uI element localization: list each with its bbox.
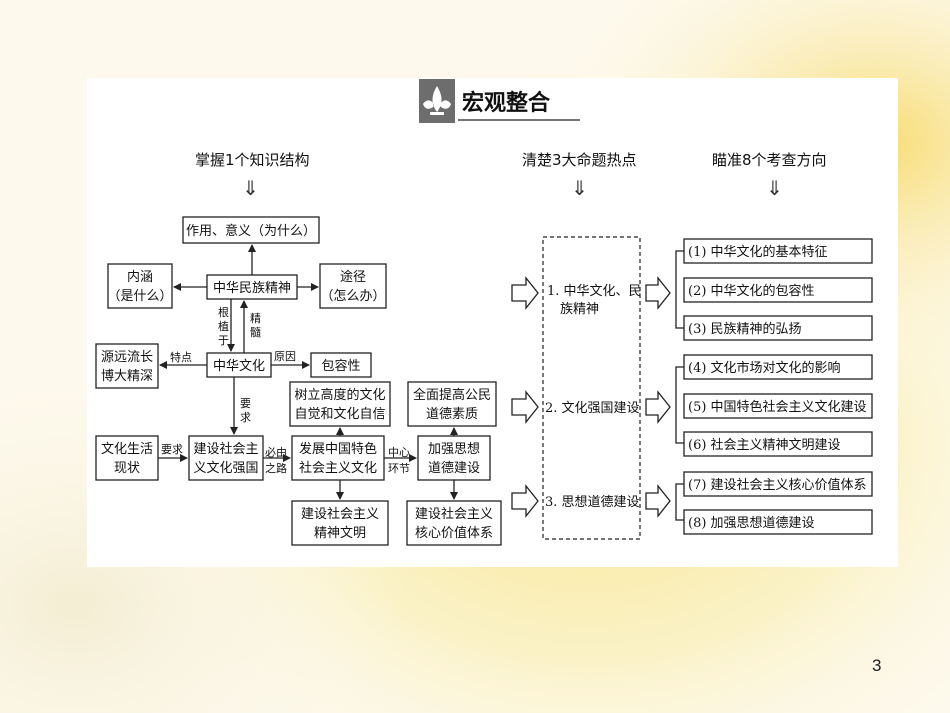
down-arrow-icon: ⇓ bbox=[766, 176, 783, 200]
node-confidence-2: 自觉和文化自信 bbox=[294, 407, 385, 422]
label-require: 要求 bbox=[161, 443, 183, 456]
page-title: 宏观整合 bbox=[462, 90, 551, 116]
node-situation-1: 文化生活 bbox=[101, 442, 153, 457]
node-citizen-1: 全面提高公民 bbox=[413, 387, 491, 403]
title-banner: 宏观整合 bbox=[419, 79, 580, 123]
node-develop-1: 发展中国特色 bbox=[299, 441, 377, 457]
direction-brackets bbox=[675, 250, 684, 521]
node-approach-1: 途径 bbox=[340, 269, 366, 285]
heading-hotspots: 清楚3大命题热点 bbox=[522, 151, 637, 169]
label-center-2: 环节 bbox=[388, 462, 410, 475]
label-must-1: 必由 bbox=[265, 445, 287, 459]
direction-3: (3) 民族精神的弘扬 bbox=[688, 321, 802, 337]
down-arrow-icon: ⇓ bbox=[242, 176, 259, 200]
node-power-1: 建设社会主 bbox=[193, 441, 258, 457]
heading-knowledge-structure: 掌握1个知识结构 bbox=[195, 151, 310, 169]
label-must-2: 之路 bbox=[265, 461, 287, 475]
heading-directions: 瞄准8个考查方向 bbox=[712, 151, 827, 169]
label-require-v-1: 要 bbox=[240, 397, 251, 410]
concept-map-connectors bbox=[158, 244, 458, 500]
direction-8: (8) 加强思想道德建设 bbox=[688, 515, 815, 531]
hotspot-1-line-2: 族精神 bbox=[560, 301, 599, 317]
node-core-values-1: 建设社会主义 bbox=[415, 506, 493, 522]
hotspot-2: 2. 文化强国建设 bbox=[545, 401, 640, 416]
node-connotation-1: 内涵 bbox=[127, 269, 153, 285]
label-center-1: 中心 bbox=[388, 446, 410, 459]
node-core-values-2: 核心价值体系 bbox=[415, 525, 493, 541]
label-feature: 特点 bbox=[170, 350, 192, 364]
node-ethics-2: 道德建设 bbox=[428, 461, 480, 476]
node-develop-2: 社会主义文化 bbox=[299, 460, 377, 476]
node-citizen-2: 道德素质 bbox=[426, 407, 478, 422]
page-number: 3 bbox=[872, 656, 882, 675]
down-arrow-icon: ⇓ bbox=[571, 176, 588, 200]
node-approach-2: （怎么办） bbox=[320, 289, 385, 304]
hotspots-container bbox=[542, 236, 641, 540]
node-chinese-culture: 中华文化 bbox=[213, 359, 265, 374]
direction-5: (5) 中国特色社会主义文化建设 bbox=[688, 399, 867, 415]
hotspot-1-line-1: 1. 中华文化、民 bbox=[547, 284, 642, 299]
label-rooted-2: 植 bbox=[218, 319, 229, 333]
direction-6: (6) 社会主义精神文明建设 bbox=[688, 437, 841, 453]
node-civilization-2: 精神文明 bbox=[314, 526, 366, 541]
hollow-arrow-icon bbox=[511, 276, 671, 518]
label-essence-1: 精 bbox=[250, 312, 261, 325]
direction-7: (7) 建设社会主义核心价值体系 bbox=[688, 477, 867, 493]
direction-2: (2) 中华文化的包容性 bbox=[688, 283, 815, 299]
hotspot-3: 3. 思想道德建设 bbox=[545, 494, 640, 510]
node-origin-2: 博大精深 bbox=[101, 369, 153, 384]
direction-4: (4) 文化市场对文化的影响 bbox=[688, 360, 841, 376]
node-ethics-1: 加强思想 bbox=[428, 441, 480, 457]
node-inclusive: 包容性 bbox=[321, 358, 360, 374]
label-require-v-2: 求 bbox=[240, 411, 251, 424]
node-civilization-1: 建设社会主义 bbox=[301, 506, 379, 522]
label-reason: 原因 bbox=[274, 350, 296, 363]
direction-1: (1) 中华文化的基本特征 bbox=[688, 244, 828, 260]
label-rooted-3: 于 bbox=[218, 334, 229, 347]
node-confidence-1: 树立高度的文化 bbox=[294, 387, 385, 403]
node-origin-1: 源远流长 bbox=[101, 350, 153, 365]
label-essence-2: 髓 bbox=[250, 326, 261, 339]
node-national-spirit: 中华民族精神 bbox=[213, 280, 291, 296]
node-connotation-2: （是什么） bbox=[107, 289, 172, 304]
node-role: 作用、意义（为什么） bbox=[186, 223, 316, 239]
node-power-2: 义文化强国 bbox=[193, 461, 258, 476]
label-rooted-1: 根 bbox=[218, 305, 229, 319]
node-situation-2: 现状 bbox=[114, 461, 140, 476]
